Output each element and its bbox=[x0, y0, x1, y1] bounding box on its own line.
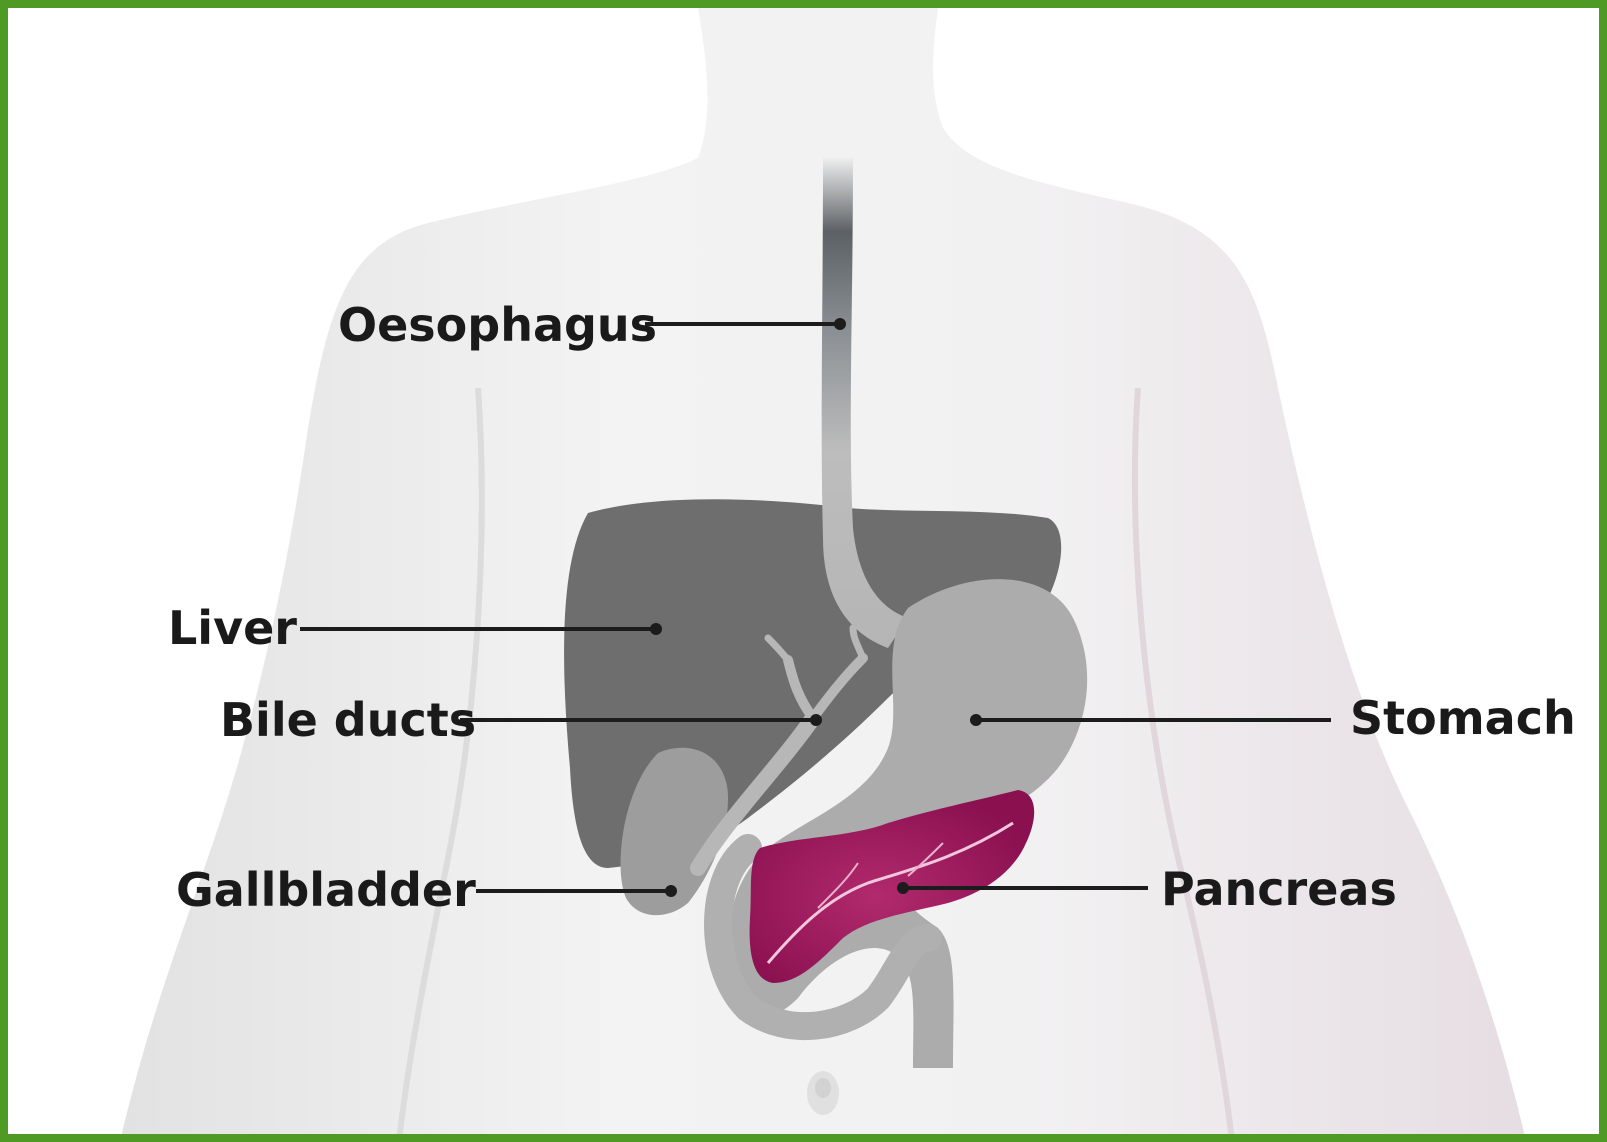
label-stomach: Stomach bbox=[1350, 691, 1576, 745]
digestive-system-diagram: Oesophagus Liver Bile ducts Gallbladder … bbox=[8, 8, 1607, 1142]
label-oesophagus: Oesophagus bbox=[338, 298, 657, 352]
label-gallbladder: Gallbladder bbox=[176, 863, 476, 917]
label-pancreas: Pancreas bbox=[1161, 862, 1397, 916]
label-liver: Liver bbox=[168, 601, 297, 655]
label-bile-ducts: Bile ducts bbox=[220, 693, 476, 747]
